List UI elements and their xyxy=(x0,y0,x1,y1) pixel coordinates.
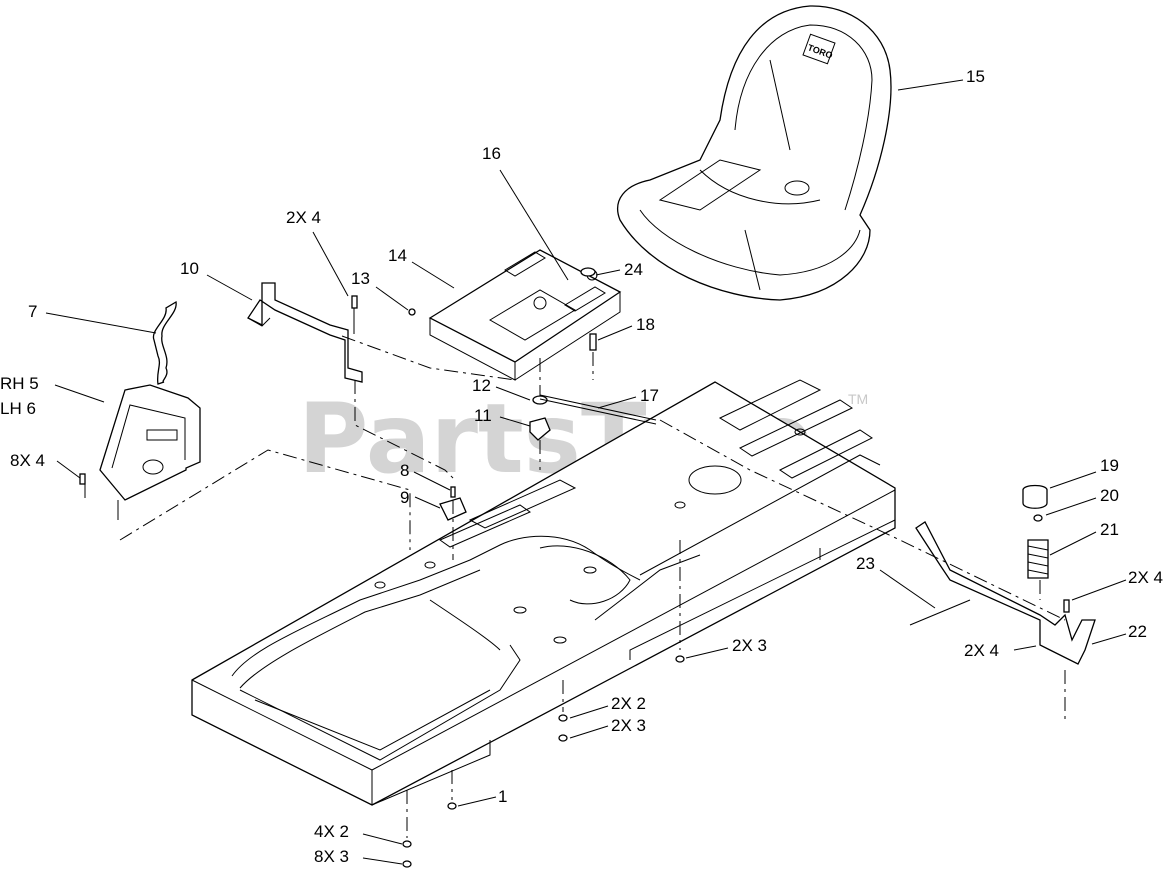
frame-part xyxy=(191,379,896,806)
callout-4x2: 4X 2 xyxy=(314,822,349,841)
hardware-parts xyxy=(79,267,1070,868)
callout-1: 1 xyxy=(498,787,507,806)
callout-12: 12 xyxy=(472,376,491,395)
callout-rh5: RH 5 xyxy=(0,374,39,393)
trim-strip-part xyxy=(152,300,177,385)
callout-2x3-frame: 2X 3 xyxy=(732,636,767,655)
callout-2x4-rear-upper: 2X 4 xyxy=(1128,568,1163,587)
callout-8x3: 8X 3 xyxy=(314,847,349,866)
callout-16: 16 xyxy=(482,144,501,163)
callout-17: 17 xyxy=(640,386,659,405)
callout-22: 22 xyxy=(1128,622,1147,641)
callout-21: 21 xyxy=(1100,520,1119,539)
callout-15: 15 xyxy=(966,67,985,86)
callout-20: 20 xyxy=(1100,486,1119,505)
callout-13: 13 xyxy=(351,269,370,288)
callout-19: 19 xyxy=(1100,456,1119,475)
callout-2x4-rear-lower: 2X 4 xyxy=(964,641,999,660)
callout-23: 23 xyxy=(856,554,875,573)
assembly-lines xyxy=(84,335,1066,838)
callout-8x4: 8X 4 xyxy=(10,451,45,470)
callout-8: 8 xyxy=(400,461,409,480)
seat-bracket-part xyxy=(247,282,363,383)
watermark-trademark: TM xyxy=(848,391,868,407)
callout-18: 18 xyxy=(636,315,655,334)
callout-labels: 15 16 2X 4 10 14 13 24 7 18 RH 5 LH 6 12… xyxy=(0,67,1163,866)
callout-2x2: 2X 2 xyxy=(611,694,646,713)
callout-lh6: LH 6 xyxy=(0,399,36,418)
callout-9: 9 xyxy=(400,488,409,507)
callout-2x3-lower: 2X 3 xyxy=(611,716,646,735)
callout-7: 7 xyxy=(28,302,37,321)
seat-part: TORO xyxy=(617,5,892,301)
seat-pan-part xyxy=(428,249,622,381)
rear-bracket-part xyxy=(915,521,1096,665)
callout-24: 24 xyxy=(624,260,643,279)
seat-latch-part xyxy=(99,384,201,520)
callout-2x4-bracket: 2X 4 xyxy=(286,208,321,227)
callout-14: 14 xyxy=(388,246,407,265)
leader-lines xyxy=(45,79,1127,865)
callout-10: 10 xyxy=(180,259,199,278)
callout-11: 11 xyxy=(474,406,492,425)
